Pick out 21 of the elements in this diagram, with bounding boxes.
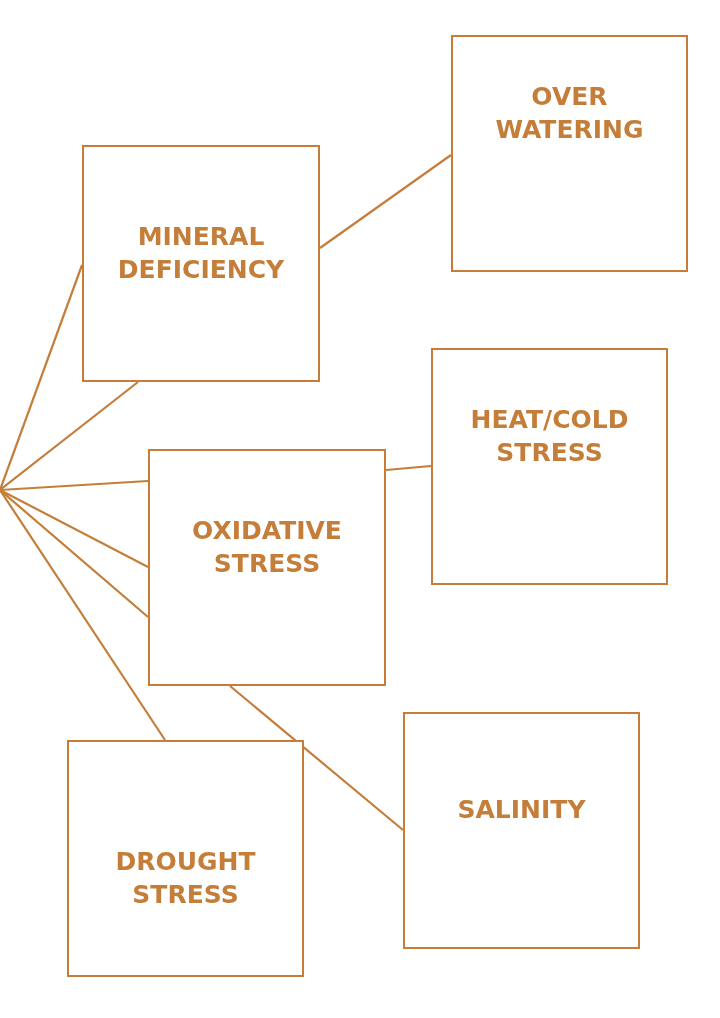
factor-box <box>148 449 386 686</box>
factor-box <box>431 348 668 585</box>
factor-box <box>82 145 320 382</box>
box-label: DROUGHT STRESS <box>114 846 257 911</box>
connector-line <box>0 264 84 491</box>
connector-line <box>319 154 452 249</box>
connector-line <box>0 489 149 568</box>
connector-line <box>0 479 149 492</box>
factor-box <box>67 740 304 977</box>
connector-line <box>0 489 166 741</box>
box-label: OVER WATERING <box>494 81 645 146</box>
connector-line <box>385 464 432 472</box>
box-label: OXIDATIVE STRESS <box>191 515 343 580</box>
connector-line <box>0 381 139 491</box>
box-label: HEAT/COLD STRESS <box>469 404 630 469</box>
connector-line <box>229 685 404 831</box>
factor-box <box>451 35 688 272</box>
box-label: SALINITY <box>456 794 587 827</box>
box-label: MINERAL DEFICIENCY <box>116 221 286 286</box>
connector-line <box>0 489 149 618</box>
factor-box <box>403 712 640 949</box>
